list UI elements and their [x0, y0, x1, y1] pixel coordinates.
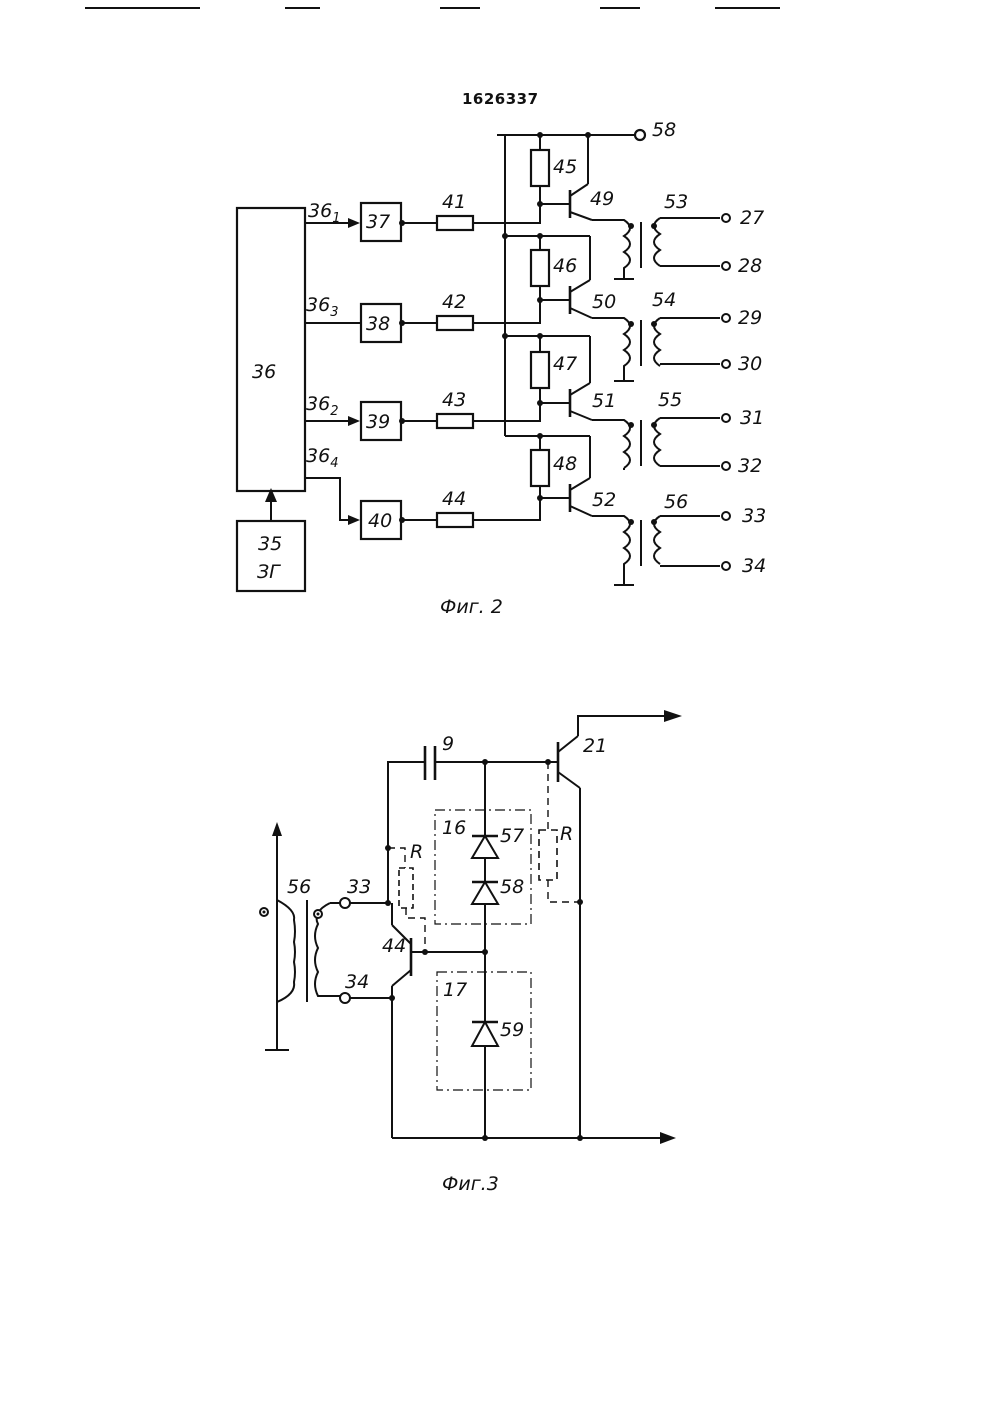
resistor-44 [437, 513, 473, 527]
resistor-45 [531, 150, 549, 186]
diode-57-label: 57 [500, 825, 524, 847]
capacitor-9 [425, 746, 435, 780]
output-label-36-3: 363 [306, 294, 338, 320]
input-transformer-56 [260, 900, 345, 1002]
block-35-number: 35 [258, 533, 282, 555]
transformer-56 [614, 516, 720, 585]
terminal-34: 34 [742, 555, 766, 577]
resistor-43 [437, 414, 473, 428]
driver-40-label: 40 [368, 510, 392, 532]
resistor-r-right-label: R [560, 823, 573, 845]
figure-2: 36 35 ЗГ 361 363 362 364 37 38 39 40 [237, 119, 766, 618]
figure-3-caption: Фиг.3 [442, 1173, 499, 1195]
output-label-36-2: 362 [306, 393, 338, 419]
transistor-51-label: 51 [592, 390, 616, 412]
resistor-48 [531, 450, 549, 486]
terminal-32: 32 [738, 455, 762, 477]
transistor-44-label: 44 [382, 935, 406, 957]
resistor-r-left [399, 868, 413, 908]
terminal-33: 33 [742, 505, 766, 527]
terminal-31: 31 [740, 407, 764, 429]
resistor-r-right [539, 830, 557, 880]
resistor-41 [437, 216, 473, 230]
terminal-30: 30 [738, 353, 762, 375]
terminal-28: 28 [738, 255, 762, 277]
transistor-21 [548, 710, 682, 1138]
resistor-43-label: 43 [442, 389, 466, 411]
resistor-45-label: 45 [553, 156, 577, 178]
resistor-47 [531, 352, 549, 388]
terminal-29: 29 [738, 307, 762, 329]
diode-58-label: 58 [500, 876, 524, 898]
transistor-52-label: 52 [592, 489, 616, 511]
transformer-54-label: 54 [652, 289, 676, 311]
fig3-terminal-34: 34 [345, 971, 369, 993]
diode-58 [472, 882, 498, 904]
transistor-50-label: 50 [592, 291, 616, 313]
resistor-42-label: 42 [442, 291, 466, 313]
figure-3: 56 33 34 9 21 [260, 710, 682, 1195]
fig3-transformer-label: 56 [287, 876, 311, 898]
fig3-terminal-33: 33 [347, 876, 371, 898]
transformer-55-label: 55 [658, 389, 682, 411]
driver-37-label: 37 [366, 211, 390, 233]
diode-59-label: 59 [500, 1019, 524, 1041]
block-36-label: 36 [252, 361, 276, 383]
resistor-46-label: 46 [553, 255, 577, 277]
block-35-name: ЗГ [257, 561, 281, 583]
block-17-label: 17 [443, 979, 467, 1001]
resistor-48-label: 48 [553, 453, 577, 475]
block-16-label: 16 [442, 817, 466, 839]
output-label-36-4: 364 [306, 445, 338, 471]
diode-57 [472, 836, 498, 858]
resistor-42 [437, 316, 473, 330]
output-terminals [722, 214, 730, 570]
supply-terminal-58: 58 [652, 119, 676, 141]
figure-2-caption: Фиг. 2 [440, 596, 503, 618]
resistor-47-label: 47 [553, 353, 577, 375]
transformer-54 [614, 318, 720, 381]
transformer-56-label: 56 [664, 491, 688, 513]
resistor-41-label: 41 [442, 191, 466, 213]
transformer-55 [614, 418, 720, 470]
terminal-27: 27 [740, 207, 764, 229]
resistor-r-left-label: R [410, 841, 423, 863]
transformer-53-label: 53 [664, 191, 688, 213]
transistor-49-label: 49 [590, 188, 614, 210]
resistor-44-label: 44 [442, 488, 466, 510]
resistor-46 [531, 250, 549, 286]
driver-39-label: 39 [366, 411, 390, 433]
patent-number: 1626337 [462, 90, 539, 108]
transformer-53 [614, 218, 720, 279]
capacitor-9-label: 9 [442, 733, 454, 755]
diode-59 [472, 1022, 498, 1046]
block-36 [237, 208, 305, 491]
driver-38-label: 38 [366, 313, 390, 335]
transistor-21-label: 21 [583, 735, 607, 757]
